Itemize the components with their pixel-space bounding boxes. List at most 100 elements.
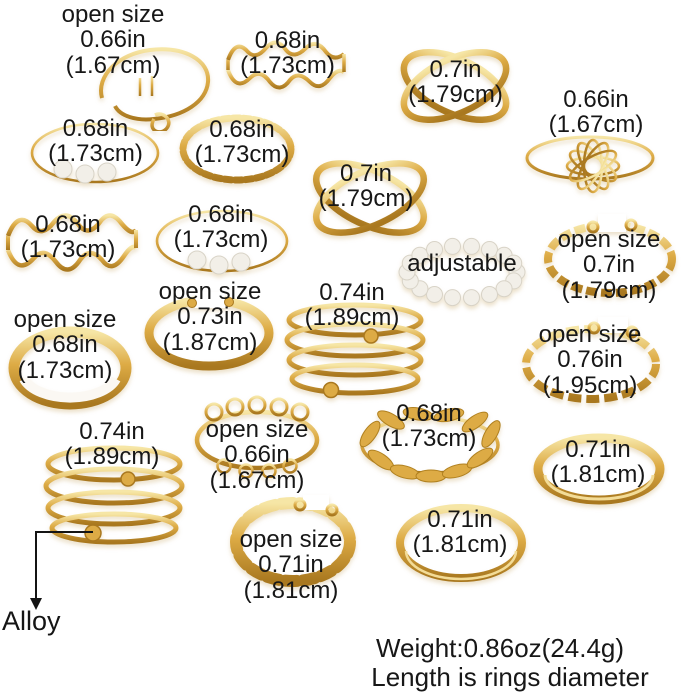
gold-ring-graphic bbox=[99, 47, 211, 131]
label-line: 0.74in bbox=[319, 279, 385, 306]
ring-leaf-vine bbox=[356, 397, 504, 493]
ring-size-label: 0.71in (1.81cm) bbox=[396, 507, 524, 558]
gold-ring-graphic bbox=[400, 48, 510, 124]
ring-size-label: open size 0.68in (1.73cm) bbox=[2, 306, 128, 384]
label-line: open size bbox=[538, 321, 642, 348]
label-line: 0.68in bbox=[254, 27, 321, 54]
ring-pearl-thin-left bbox=[28, 116, 163, 188]
label-line: (1.67cm) bbox=[548, 111, 644, 139]
label-line: (1.89cm) bbox=[64, 443, 160, 471]
ring-size-label: 0.7in (1.79cm) bbox=[398, 57, 513, 108]
ring-twisted-rope bbox=[178, 112, 296, 187]
label-line: 0.68in bbox=[209, 116, 275, 143]
alloy-pointer-arrow bbox=[30, 531, 93, 610]
ring-size-label: 0.68in (1.73cm) bbox=[158, 202, 284, 253]
label-line: 0.74in bbox=[79, 418, 145, 445]
ring-x-cross-top bbox=[393, 30, 517, 142]
label-line: (1.87cm) bbox=[162, 328, 258, 356]
label-line: (1.79cm) bbox=[318, 185, 414, 213]
gold-ring-graphic bbox=[8, 326, 132, 410]
ring-open-curb-chain-bottom bbox=[228, 495, 358, 589]
label-line: (1.67cm) bbox=[209, 466, 305, 494]
gold-ring-graphic bbox=[396, 504, 526, 582]
label-line: (1.95cm) bbox=[542, 371, 638, 399]
ring-size-label: open size 0.66in (1.67cm) bbox=[28, 1, 198, 79]
label-line: (1.73cm) bbox=[240, 52, 335, 80]
gold-ring-graphic bbox=[359, 407, 501, 483]
label-line: (1.73cm) bbox=[194, 141, 290, 169]
gold-ring-graphic bbox=[544, 214, 676, 297]
gold-ring-graphic bbox=[5, 213, 138, 272]
label-line: open size bbox=[557, 226, 661, 253]
label-line: open size bbox=[13, 306, 117, 333]
ring-size-label: 0.74in (1.89cm) bbox=[47, 419, 177, 470]
ring-open-link-right bbox=[520, 317, 662, 409]
label-line: 0.71in bbox=[565, 436, 631, 463]
gold-ring-graphic bbox=[194, 395, 320, 478]
gold-ring-graphic bbox=[226, 40, 346, 90]
gold-ring-graphic bbox=[525, 135, 655, 194]
label-line: (1.89cm) bbox=[304, 304, 400, 332]
label-line: open size bbox=[61, 1, 165, 28]
ring-size-label: open size 0.7in (1.79cm) bbox=[547, 226, 671, 304]
label-line: open size bbox=[158, 278, 262, 305]
ring-size-label: 0.71in (1.81cm) bbox=[537, 437, 659, 488]
ring-size-label: 0.68in (1.73cm) bbox=[33, 116, 158, 167]
pearl-ring-graphic bbox=[398, 237, 526, 307]
label-line: (1.73cm) bbox=[173, 226, 269, 254]
label-line: 0.66in bbox=[224, 441, 290, 469]
label-line: (1.73cm) bbox=[20, 236, 116, 264]
label-line: (1.81cm) bbox=[550, 461, 646, 489]
label-line: open size bbox=[205, 416, 309, 443]
label-line: open size bbox=[239, 526, 343, 553]
ring-size-label: 0.68in (1.73cm) bbox=[364, 401, 494, 452]
label-line: (1.73cm) bbox=[17, 356, 113, 384]
ring-wavy-band-left bbox=[2, 200, 142, 288]
ring-pearl-bead-adjustable bbox=[398, 237, 526, 309]
label-line: 0.7in bbox=[429, 56, 482, 83]
ring-size-label: open size 0.76in (1.95cm) bbox=[517, 321, 663, 399]
label-line: (1.79cm) bbox=[561, 276, 657, 304]
label-line: 0.68in bbox=[35, 211, 101, 238]
ring-size-label: 0.68in (1.73cm) bbox=[230, 28, 345, 79]
gold-ring-graphic bbox=[144, 292, 274, 371]
ring-size-label: 0.68in (1.73cm) bbox=[183, 117, 301, 168]
label-line: 0.7in bbox=[582, 251, 636, 279]
label-line: 0.66in bbox=[80, 26, 146, 54]
weight-text: Weight:0.86oz(24.4g) bbox=[375, 633, 625, 663]
gold-ring-graphic bbox=[179, 114, 295, 184]
ring-plain-flat-bottom bbox=[396, 502, 526, 584]
label-line: adjustable bbox=[407, 250, 517, 277]
label-line: (1.81cm) bbox=[243, 576, 339, 604]
gold-ring-graphic bbox=[30, 122, 160, 184]
ring-spiral-coil-lower bbox=[42, 434, 187, 551]
label-line: 0.68in bbox=[396, 400, 462, 427]
ring-zigzag-wave bbox=[222, 26, 350, 104]
ring-size-label: open size 0.73in (1.87cm) bbox=[147, 278, 273, 356]
gold-ring-graphic bbox=[522, 317, 660, 403]
ring-white-enamel bbox=[8, 326, 133, 410]
ring-open-band bbox=[143, 292, 275, 372]
label-line: (1.67cm) bbox=[65, 51, 161, 79]
ring-size-label: open size 0.66in (1.67cm) bbox=[192, 416, 322, 494]
label-line: 0.66in bbox=[563, 86, 629, 113]
label-line: (1.73cm) bbox=[381, 425, 477, 453]
label-line: 0.68in bbox=[62, 115, 129, 142]
label-line: (1.73cm) bbox=[48, 140, 143, 168]
label-line: 0.76in bbox=[557, 346, 623, 374]
ring-size-label: open size 0.71in (1.81cm) bbox=[226, 526, 356, 604]
ring-spiral-coil-upper bbox=[283, 292, 428, 406]
label-line: (1.79cm) bbox=[408, 81, 503, 109]
ring-irregular-open-wire bbox=[88, 36, 218, 131]
material-label: Alloy bbox=[2, 606, 61, 636]
label-line: 0.73in bbox=[177, 303, 243, 331]
gold-ring-graphic bbox=[155, 209, 289, 275]
ring-size-label: 0.68in (1.73cm) bbox=[6, 212, 130, 263]
ring-size-label: 0.74in (1.89cm) bbox=[285, 280, 419, 331]
label-line: 0.71in bbox=[427, 506, 493, 533]
gold-ring-graphic bbox=[533, 433, 665, 505]
ring-plain-band-right bbox=[533, 432, 665, 506]
ring-size-label: adjustable bbox=[394, 250, 530, 277]
label-line: (1.81cm) bbox=[412, 531, 508, 559]
